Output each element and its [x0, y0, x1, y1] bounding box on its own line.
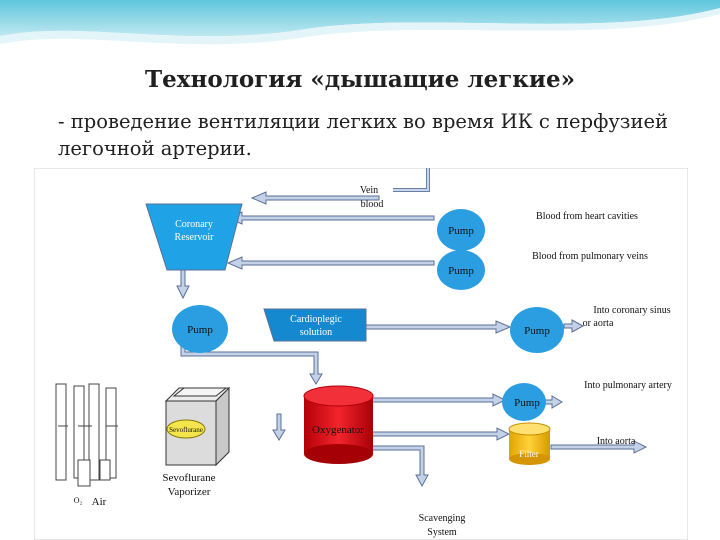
arrow-oxygenator-to-pump	[371, 393, 507, 407]
coronary-reservoir	[145, 203, 243, 271]
decorative-wave-header	[0, 0, 720, 45]
perfusion-diagram: Coronary Reservoir Pump Pump Pump Pump P…	[34, 168, 688, 540]
pump-label: Pump	[514, 397, 540, 409]
arrow-pump-to-oxygenator	[180, 342, 323, 385]
coronary-reservoir-label: Coronary	[175, 219, 213, 230]
pump-label: Pump	[448, 265, 474, 277]
coronary-sinus-label: or aorta	[583, 318, 614, 329]
slide-title: Технология «дышащие легкие»	[145, 66, 575, 93]
pump-label: Pump	[524, 325, 550, 337]
slide-subtitle: - проведение вентиляции легких во время …	[58, 110, 668, 160]
pump-pulmonary-veins	[437, 250, 485, 290]
filter	[508, 422, 551, 465]
pulmonary-artery-label: Into pulmonary artery	[584, 380, 672, 391]
sevoflurane-bottle	[166, 419, 206, 439]
coronary-sinus-label: Into coronary sinus	[593, 305, 670, 316]
oxygenator-label: Oxygenator	[312, 424, 364, 436]
air-label: Air	[92, 496, 107, 508]
sevoflurane-bottle-label: Sevoflurane	[169, 426, 203, 434]
vein-blood-label: blood	[361, 199, 384, 210]
pump-cardioplegic	[510, 307, 564, 353]
vaporizer-label: Sevoflurane	[162, 472, 215, 484]
pump-heart-cavities	[437, 209, 485, 251]
arrow-into-aorta	[550, 440, 648, 454]
gas-supply	[55, 383, 118, 487]
o2-label: O₂	[74, 496, 83, 505]
blood-pulmonary-veins-label: Blood from pulmonary veins	[532, 251, 648, 262]
cardioplegic-label: solution	[300, 327, 332, 338]
coronary-reservoir-label: Reservoir	[175, 232, 215, 243]
arrow-reservoir-to-pump	[176, 269, 190, 300]
cardioplegic-solution	[263, 308, 367, 342]
scavenging-label: Scavenging	[419, 513, 466, 524]
arrow-oxygenator-to-filter	[371, 427, 511, 441]
pump-pulmonary-artery	[502, 383, 546, 421]
vaporizer-label: Vaporizer	[168, 486, 211, 498]
pump-label: Pump	[187, 324, 213, 336]
arrow-into-coronary-sinus	[563, 319, 585, 333]
diagram-frame	[34, 168, 688, 540]
vein-blood-label: Vein	[360, 185, 378, 196]
arrow-vein-to-reservoir	[250, 191, 380, 205]
into-aorta-label: Into aorta	[597, 436, 636, 447]
oxygenator	[303, 385, 374, 464]
pump-label: Pump	[448, 225, 474, 237]
arrow-cardioplegic-to-pump	[364, 320, 512, 334]
filter-label: Filter	[519, 449, 539, 459]
cardioplegic-label: Cardioplegic	[290, 314, 342, 325]
scavenging-label: System	[427, 527, 457, 538]
blood-heart-cavities-label: Blood from heart cavities	[536, 211, 638, 222]
pump-coronary	[172, 305, 228, 353]
arrow-vaporizer-down	[272, 413, 286, 441]
arrow-pulmonary-veins	[226, 256, 435, 270]
